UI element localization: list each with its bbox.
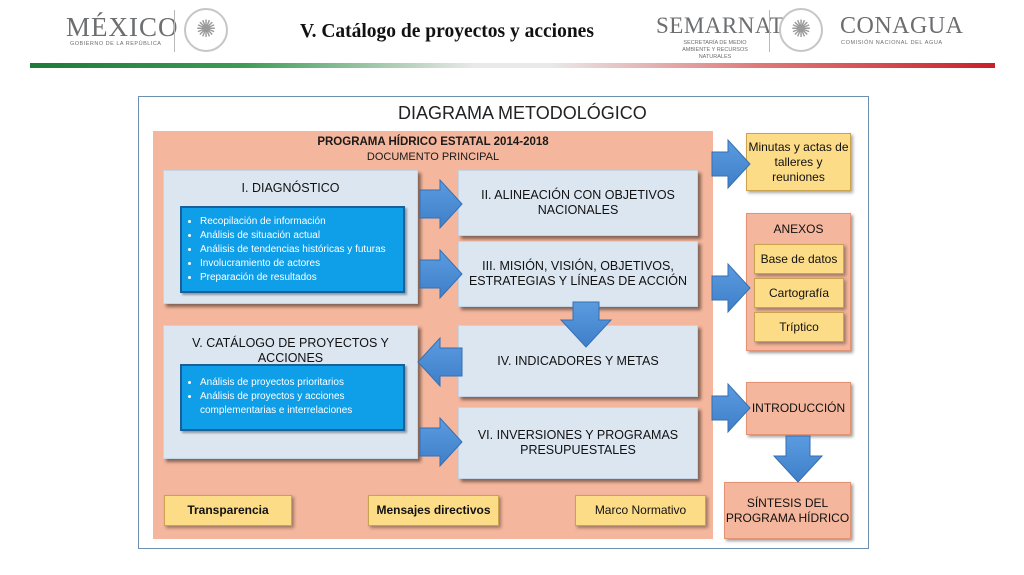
inversiones-box: VI. INVERSIONES Y PROGRAMAS PRESUPUESTAL… — [458, 407, 698, 479]
conagua-logo-text: CONAGUA — [840, 13, 964, 39]
diagram-title: DIAGRAMA METODOLÓGICO — [398, 103, 647, 123]
minutas-box: Minutas y actas de talleres y reuniones — [746, 133, 851, 191]
diagnostico-items-box: Recopilación de información Análisis de … — [180, 206, 405, 293]
catalogo-title: V. CATÁLOGO DE PROYECTOS Y ACCIONES — [192, 336, 389, 365]
header-divider — [769, 10, 770, 52]
semarnat-logo-text: SEMARNAT — [656, 13, 784, 38]
introduccion-box: INTRODUCCIÓN — [746, 382, 851, 435]
list-item: Análisis de proyectos prioritarios — [200, 376, 403, 390]
mensajes-box: Mensajes directivos — [368, 495, 499, 526]
program-subtitle: DOCUMENTO PRINCIPAL — [366, 151, 500, 163]
inversiones-label: VI. INVERSIONES Y PROGRAMAS PRESUPUESTAL… — [477, 428, 679, 457]
arrow-left-icon — [417, 336, 463, 388]
arrow-right-icon — [711, 382, 751, 434]
arrow-right-icon — [711, 262, 751, 314]
triptico-box: Tríptico — [754, 312, 844, 342]
list-item: Análisis de proyectos y acciones complem… — [200, 390, 403, 418]
transparencia-box: Transparencia — [164, 495, 292, 526]
list-item: Análisis de tendencias históricas y futu… — [200, 243, 403, 257]
header-divider — [174, 10, 175, 52]
conagua-logo-subtitle: COMISIÓN NACIONAL DEL AGUA — [841, 40, 943, 46]
arrow-down-icon — [772, 435, 824, 483]
alineacion-box: II. ALINEACIÓN CON OBJETIVOS NACIONALES — [458, 170, 698, 236]
mexico-logo-text: MÉXICO — [66, 12, 179, 42]
mision-label: III. MISIÓN, VISIÓN, OBJETIVOS, ESTRATEG… — [468, 259, 688, 288]
list-item: Involucramiento de actores — [200, 257, 403, 271]
eagle-seal-icon: ✺ — [184, 8, 228, 52]
anexos-title: ANEXOS — [773, 222, 824, 236]
arrow-down-icon — [559, 301, 613, 348]
list-item: Recopilación de información — [200, 215, 403, 229]
page-title: V. Catálogo de proyectos y acciones — [300, 21, 594, 42]
arrow-right-icon — [419, 416, 463, 468]
list-item: Análisis de situación actual — [200, 229, 403, 243]
catalogo-items-box: Análisis de proyectos prioritarios Análi… — [180, 364, 405, 431]
arrow-right-icon — [711, 138, 751, 190]
mexico-logo-subtitle: GOBIERNO DE LA REPÚBLICA — [70, 41, 162, 47]
marco-normativo-box: Marco Normativo — [575, 495, 706, 526]
base-de-datos-box: Base de datos — [754, 244, 844, 274]
semarnat-logo-subtitle: SECRETARÍA DE MEDIO AMBIENTE Y RECURSOS … — [682, 40, 748, 60]
program-title: PROGRAMA HÍDRICO ESTATAL 2014-2018 — [317, 136, 549, 148]
indicadores-label: IV. INDICADORES Y METAS — [497, 353, 659, 368]
sintesis-box: SÍNTESIS DEL PROGRAMA HÍDRICO — [724, 482, 851, 539]
cartografia-box: Cartografía — [754, 278, 844, 308]
eagle-seal-icon: ✺ — [779, 8, 823, 52]
arrow-right-icon — [419, 178, 463, 230]
arrow-right-icon — [419, 248, 463, 300]
list-item: Preparación de resultados — [200, 271, 403, 285]
alineacion-label: II. ALINEACIÓN CON OBJETIVOS NACIONALES — [481, 188, 675, 217]
diagnostico-title: I. DIAGNÓSTICO — [241, 181, 340, 195]
header-color-stripe — [30, 63, 995, 68]
